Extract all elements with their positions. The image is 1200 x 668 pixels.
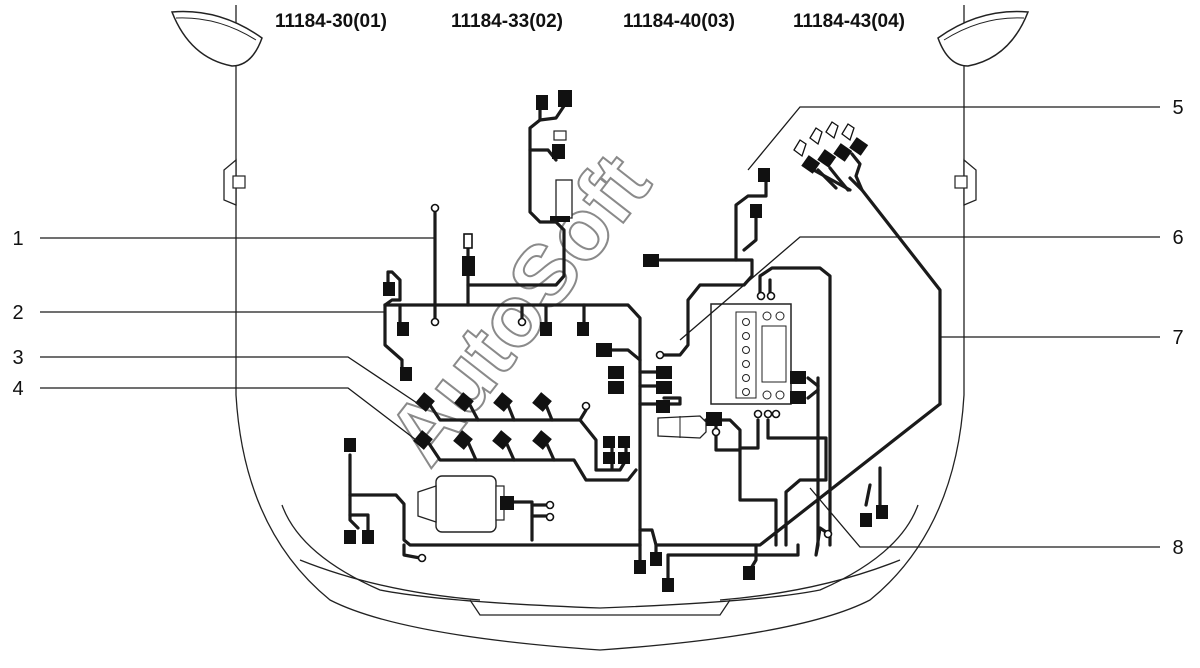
connector (849, 137, 869, 156)
connector (344, 438, 356, 452)
connector (656, 366, 672, 379)
callout-numbers: 1 2 3 4 5 6 7 8 (12, 97, 1183, 559)
connector (558, 90, 572, 107)
sensor-element (657, 415, 707, 439)
connector (500, 496, 514, 510)
connector (758, 168, 770, 182)
connector (362, 530, 374, 544)
connector (577, 322, 589, 336)
connector (618, 452, 630, 464)
callout-4: 4 (12, 378, 23, 400)
connector (634, 560, 646, 574)
connector (552, 144, 565, 159)
connector (383, 282, 395, 296)
connector (743, 566, 755, 580)
part-code-01: 11184-30(01) (275, 11, 387, 32)
connector (608, 366, 624, 379)
harness-wires (348, 104, 942, 582)
connector (817, 149, 837, 168)
starter-motor (417, 475, 505, 533)
connector (618, 436, 630, 448)
terminals (417, 203, 833, 563)
part-code-02: 11184-33(02) (451, 11, 563, 32)
spark-plug-caps (793, 121, 855, 158)
connector (415, 392, 435, 412)
connector (532, 430, 552, 450)
callout-3: 3 (12, 347, 23, 369)
connector (790, 371, 806, 384)
connector (656, 400, 670, 413)
connector (801, 155, 821, 174)
connector (603, 452, 615, 464)
connector (492, 430, 512, 450)
connector (400, 367, 412, 381)
connector (650, 552, 662, 566)
connectors (344, 90, 888, 592)
leader-lines (40, 106, 1160, 548)
connector (540, 322, 552, 336)
connector (662, 578, 674, 592)
connector (608, 381, 624, 394)
callout-2: 2 (12, 302, 23, 324)
left-side-lamp (223, 158, 246, 206)
car-body-outline (235, 5, 965, 651)
connector (860, 513, 872, 527)
callout-6: 6 (1172, 227, 1183, 249)
connector (413, 430, 433, 450)
connector (532, 392, 552, 412)
callout-1: 1 (12, 228, 23, 250)
left-mirror (170, 10, 263, 67)
connector (656, 381, 672, 394)
callout-8: 8 (1172, 537, 1183, 559)
connector (790, 391, 806, 404)
connector (750, 204, 762, 218)
connector (596, 343, 612, 357)
connector (876, 505, 888, 519)
callout-5: 5 (1172, 97, 1183, 119)
connector (344, 530, 356, 544)
connector (397, 322, 409, 336)
connector (833, 143, 853, 162)
connector (603, 436, 615, 448)
connector (536, 95, 548, 110)
watermark-text: AutoSoft (369, 137, 668, 482)
connector (493, 392, 513, 412)
right-mirror (937, 10, 1030, 67)
part-codes: 11184-30(01) 11184-33(02) 11184-40(03) 1… (275, 11, 905, 32)
connector (706, 412, 722, 426)
part-code-04: 11184-43(04) (793, 11, 905, 32)
battery (710, 303, 792, 405)
connector (453, 430, 473, 450)
connector (462, 256, 475, 276)
right-side-lamp (954, 158, 977, 206)
relay-box (550, 130, 573, 222)
callout-7: 7 (1172, 327, 1183, 349)
connector (643, 254, 659, 267)
part-code-03: 11184-40(03) (623, 11, 735, 32)
connector (454, 392, 474, 412)
